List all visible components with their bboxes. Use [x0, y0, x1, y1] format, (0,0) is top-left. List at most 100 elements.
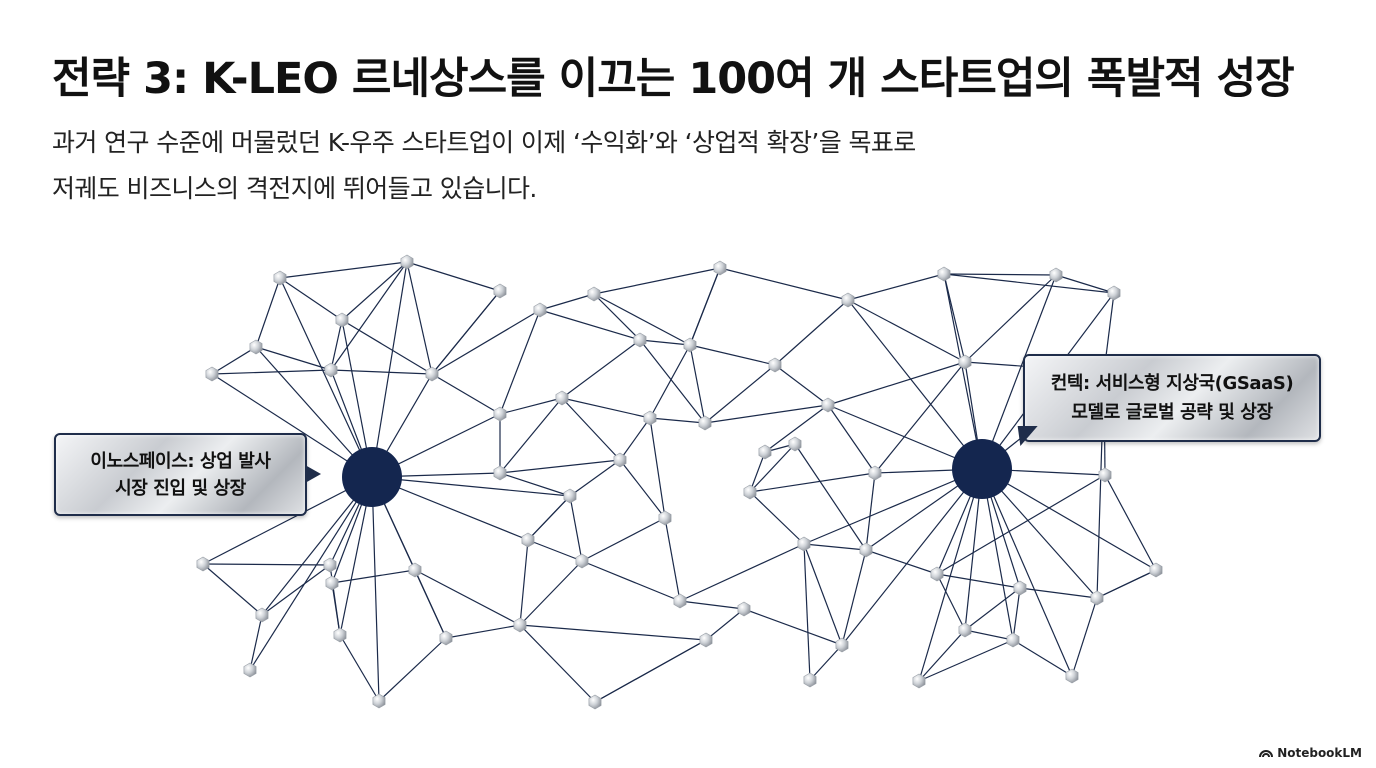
network-edge: [943, 273, 966, 363]
network-edge: [803, 543, 867, 551]
network-node: [400, 254, 414, 270]
network-edge: [639, 339, 691, 346]
network-node: [513, 617, 527, 633]
network-edge: [331, 569, 416, 584]
network-edge: [847, 299, 966, 363]
network-edge: [918, 639, 1014, 682]
network-edge: [581, 560, 681, 602]
network-edge: [649, 417, 706, 424]
network-node: [335, 312, 349, 328]
hub-edge: [803, 468, 983, 545]
network-node: [768, 357, 782, 373]
network-edge: [749, 443, 796, 493]
network-edge: [704, 364, 776, 424]
network-edge: [211, 346, 257, 375]
network-edge: [865, 549, 938, 575]
network-edge: [865, 472, 876, 551]
network-edge: [803, 543, 843, 646]
network-edge: [827, 361, 966, 406]
network-node: [205, 366, 219, 382]
network-node: [563, 488, 577, 504]
network-node: [325, 575, 339, 591]
network-edge: [339, 634, 380, 702]
network-edge: [341, 319, 433, 375]
network-node: [255, 607, 269, 623]
network-edge: [1055, 274, 1115, 294]
hub-edge: [371, 476, 571, 497]
network-edge: [619, 459, 666, 519]
hub-edge: [211, 373, 373, 478]
network-edge: [539, 293, 595, 311]
brand-label: NotebookLM: [1277, 746, 1362, 760]
network-node: [713, 260, 727, 276]
network-node: [439, 630, 453, 646]
network-edge: [719, 267, 849, 301]
network-edge: [569, 459, 621, 497]
network-node: [859, 542, 873, 558]
network-node: [521, 532, 535, 548]
network-node: [588, 694, 602, 710]
network-edge: [874, 361, 966, 474]
network-edge: [943, 273, 1057, 276]
network-node: [930, 566, 944, 582]
network-edge: [1019, 587, 1098, 599]
network-edge: [936, 573, 966, 631]
network-edge: [664, 517, 681, 602]
network-node: [1013, 580, 1027, 596]
network-node: [643, 410, 657, 426]
network-node: [743, 484, 757, 500]
hub-edge: [371, 476, 380, 702]
network-node: [683, 337, 697, 353]
network-node: [698, 415, 712, 431]
network-node: [613, 452, 627, 468]
network-edge: [527, 539, 583, 562]
network-node: [196, 556, 210, 572]
callout-innospace-line-1: 이노스페이스: 상업 발사: [90, 450, 271, 472]
network-node: [1006, 632, 1020, 648]
network-node: [699, 632, 713, 648]
network-node: [493, 465, 507, 481]
network-edge: [431, 309, 541, 375]
network-edge: [774, 299, 849, 366]
network-edge: [689, 267, 721, 346]
network-edge: [943, 273, 1115, 294]
hub-node-contec: [952, 439, 1012, 499]
network-edge: [499, 459, 621, 474]
network-edge: [406, 261, 501, 292]
network-node: [333, 627, 347, 643]
network-node: [1049, 267, 1063, 283]
network-edge: [827, 404, 876, 474]
network-edge: [539, 309, 641, 341]
network-node: [1065, 668, 1079, 684]
hub-edge: [981, 468, 1157, 571]
network-edge: [279, 277, 343, 321]
network-node: [758, 444, 772, 460]
network-edge: [519, 624, 596, 703]
network-node: [737, 601, 751, 617]
network-edge: [619, 417, 651, 461]
network-node: [372, 693, 386, 709]
network-edge: [809, 644, 843, 681]
network-edge: [445, 624, 521, 639]
network-node: [425, 366, 439, 382]
network-edge: [211, 369, 332, 375]
network-edge: [639, 339, 706, 424]
network-hubs: [342, 439, 1012, 507]
network-node: [633, 332, 647, 348]
network-edge: [202, 563, 263, 616]
network-edge: [689, 344, 706, 424]
network-edge: [743, 608, 843, 646]
network-edge: [936, 474, 1106, 575]
network-edge: [649, 417, 666, 519]
slide-title: 전략 3: K-LEO 르네상스를 이끄는 100여 개 스타트업의 폭발적 성…: [52, 54, 1295, 104]
hub-edge: [202, 476, 373, 565]
network-edge: [255, 346, 332, 371]
network-edge: [561, 397, 621, 461]
network-edge: [803, 543, 811, 681]
network-node: [958, 354, 972, 370]
network-node: [673, 593, 687, 609]
network-node: [493, 406, 507, 422]
network-node: [1090, 590, 1104, 606]
hub-edge: [981, 468, 1073, 677]
